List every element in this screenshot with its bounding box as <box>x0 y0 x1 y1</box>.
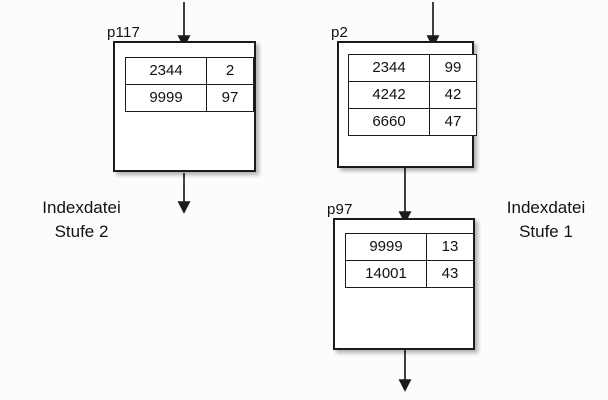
entry-key: 9999 <box>345 233 427 261</box>
entry-pointer: 43 <box>426 260 474 288</box>
block-label-p117: p117 <box>107 24 141 41</box>
entry-table-p2: 2344 99 4242 42 6660 47 <box>348 54 477 136</box>
entry-key: 9999 <box>125 84 207 112</box>
left-caption: Indexdatei Stufe 2 <box>14 196 149 244</box>
table-row[interactable]: 2344 2 <box>125 57 254 85</box>
entry-key: 6660 <box>348 108 430 136</box>
entry-pointer: 97 <box>206 84 254 112</box>
entry-table-p117: 2344 2 9999 97 <box>125 57 254 112</box>
entry-key: 2344 <box>348 54 430 82</box>
left-caption-line1: Indexdatei <box>42 198 121 217</box>
block-label-p97: p97 <box>327 201 353 218</box>
table-row[interactable]: 4242 42 <box>348 81 477 109</box>
entry-pointer: 2 <box>206 57 254 85</box>
right-caption-line2: Stufe 1 <box>519 222 573 241</box>
left-caption-line2: Stufe 2 <box>54 222 109 241</box>
table-row[interactable]: 9999 13 <box>345 233 474 261</box>
table-row[interactable]: 6660 47 <box>348 108 477 136</box>
right-caption: Indexdatei Stufe 1 <box>487 196 605 244</box>
entry-key: 2344 <box>125 57 207 85</box>
table-row[interactable]: 2344 99 <box>348 54 477 82</box>
entry-pointer: 42 <box>429 81 477 109</box>
entry-pointer: 13 <box>426 233 474 261</box>
entry-key: 14001 <box>345 260 427 288</box>
right-caption-line1: Indexdatei <box>506 198 586 217</box>
table-row[interactable]: 14001 43 <box>345 260 474 288</box>
entry-pointer: 99 <box>429 54 477 82</box>
table-row[interactable]: 9999 97 <box>125 84 254 112</box>
entry-table-p97: 9999 13 14001 43 <box>345 233 474 288</box>
entry-key: 4242 <box>348 81 430 109</box>
entry-pointer: 47 <box>429 108 477 136</box>
block-label-p2: p2 <box>331 24 349 41</box>
